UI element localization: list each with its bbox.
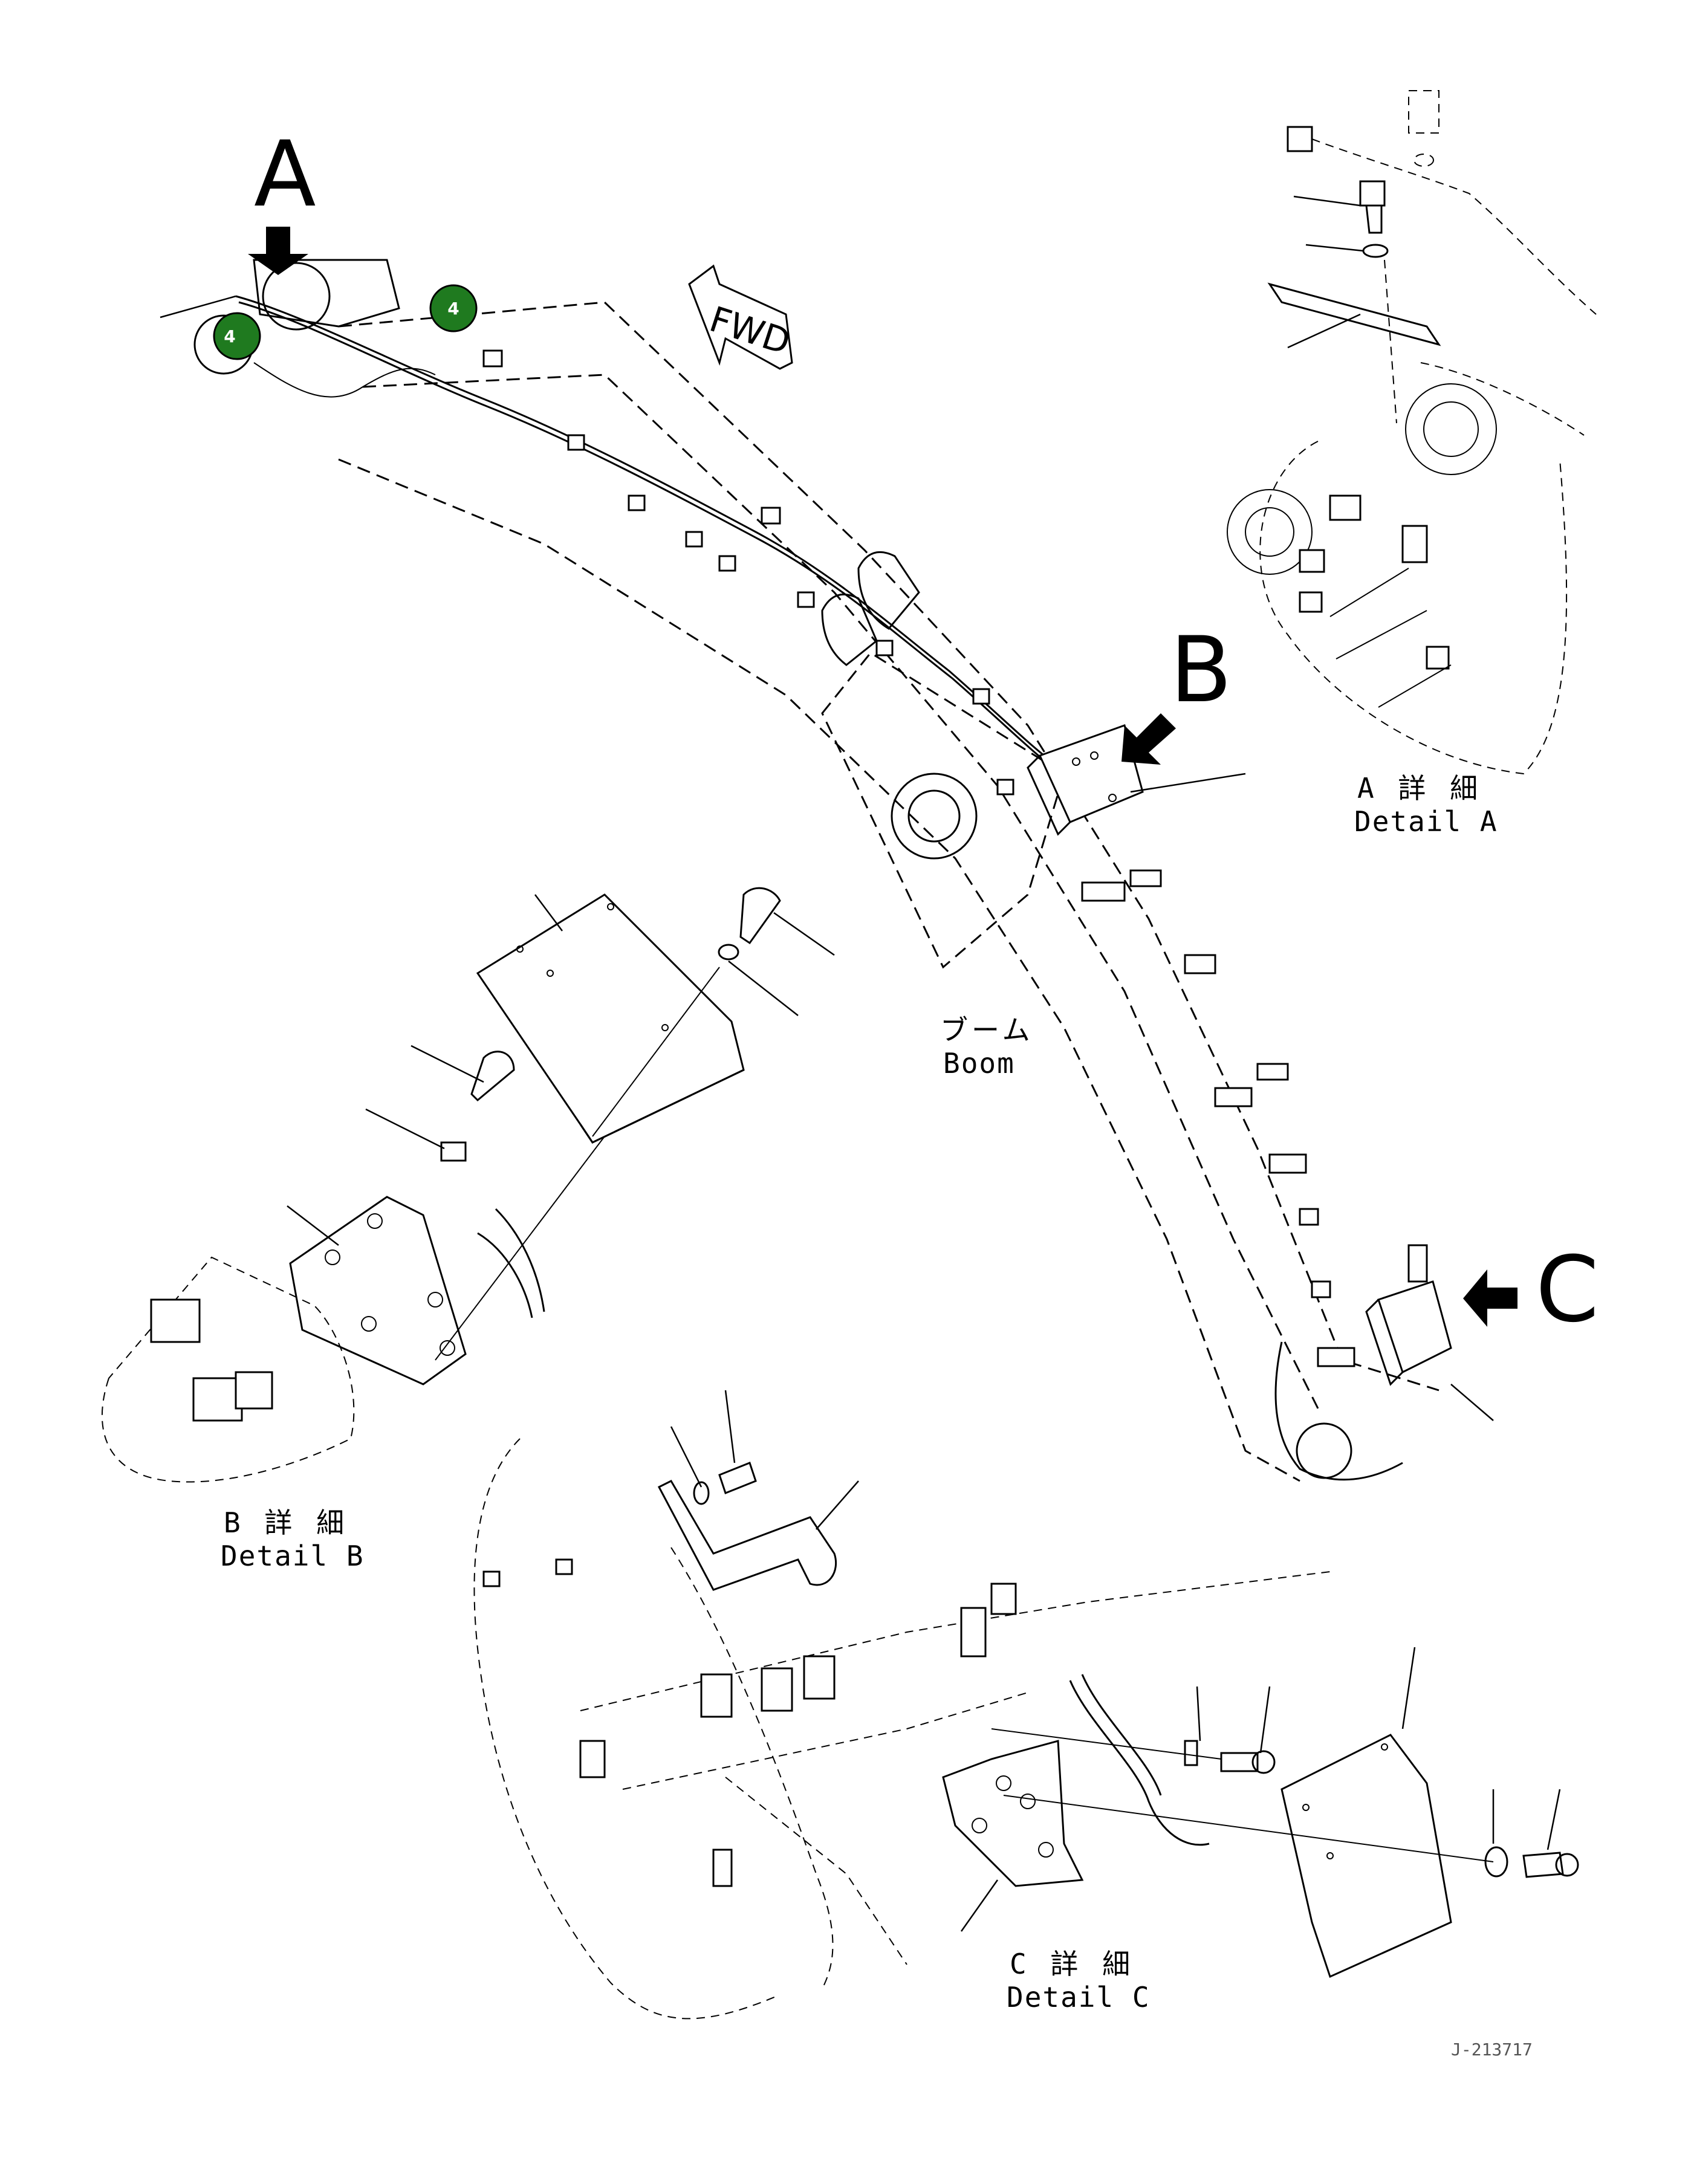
detail-b-label-en: Detail B — [221, 1540, 365, 1572]
arrow-b-icon — [1121, 713, 1176, 765]
leader-a — [160, 295, 236, 319]
cover-b-main — [1027, 724, 1144, 836]
leader-c — [1450, 1384, 1494, 1421]
callout-badge-1: 4 — [429, 284, 478, 332]
svg-text:4: 4 — [224, 326, 235, 346]
clamps-main — [482, 349, 1355, 1367]
detail-a-label-ja: A 詳 細 — [1357, 772, 1481, 805]
detail-a-label-en: Detail A — [1354, 805, 1498, 838]
boom-label-ja: ブーム — [940, 1014, 1034, 1046]
cover-c-main — [1365, 1244, 1452, 1386]
fwd-arrow-icon: FWD — [688, 264, 795, 370]
detail-c-drawing — [473, 1390, 1579, 2020]
view-label-b: B — [1170, 618, 1232, 723]
leader-b — [1130, 773, 1246, 793]
detail-b-label-ja: B 詳 細 — [224, 1506, 348, 1539]
svg-text:4: 4 — [447, 299, 459, 319]
arrow-c-icon — [1463, 1269, 1517, 1327]
view-label-a: A — [254, 122, 316, 227]
detail-b-drawing — [101, 887, 835, 1483]
detail-c-label-ja: C 詳 細 — [1010, 1948, 1134, 1980]
detail-c-label-en: Detail C — [1007, 1981, 1151, 2014]
drawing-code: J-213717 — [1451, 2040, 1533, 2059]
detail-a-drawing — [1227, 90, 1597, 775]
wire-harness — [235, 295, 1056, 770]
view-label-c: C — [1536, 1237, 1599, 1343]
arrow-a-icon — [248, 227, 308, 275]
boom-label-en: Boom — [943, 1047, 1015, 1080]
callout-badge-2: 4 — [213, 312, 261, 360]
